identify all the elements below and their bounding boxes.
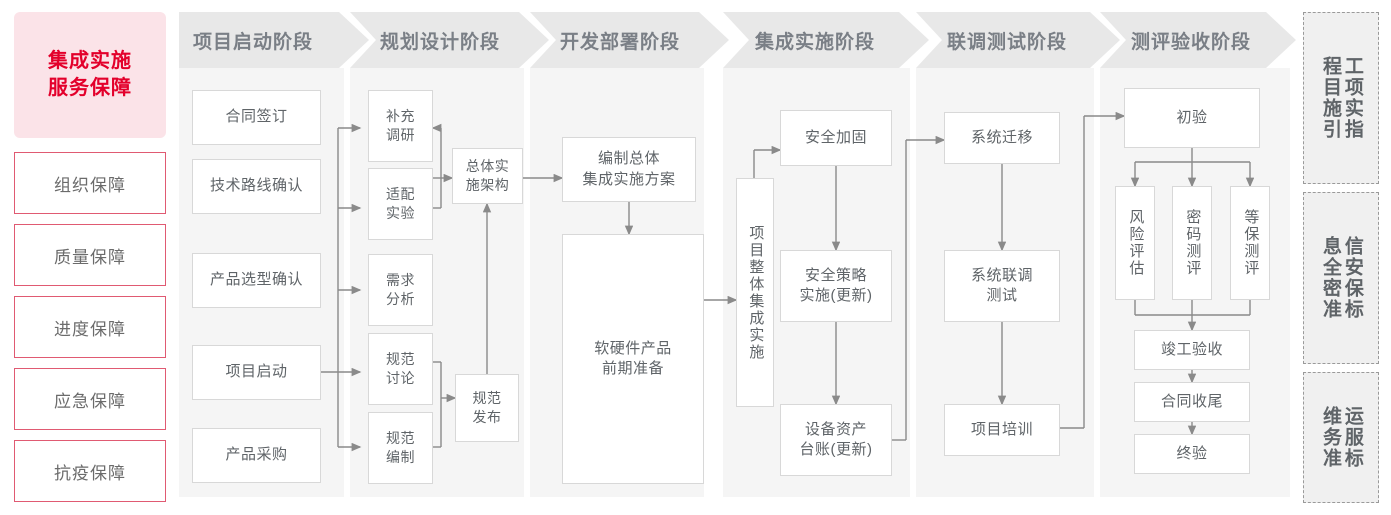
node-label: 总体实 施架构 <box>465 158 510 193</box>
node-tech-route-confirm[interactable]: 技术路线确认 <box>192 159 321 214</box>
node-system-joint-debug-test[interactable]: 系统联调 测试 <box>944 250 1060 322</box>
node-label: 安全加固 <box>804 128 867 146</box>
node-overall-implementation-architecture[interactable]: 总体实 施架构 <box>452 148 523 204</box>
node-label: 终验 <box>1176 444 1208 462</box>
standard-label-col-b: 息全密准 <box>1320 236 1341 320</box>
node-draft-overall-integration-plan[interactable]: 编制总体 集成实施方案 <box>562 137 696 202</box>
guarantee-item-label: 进度保障 <box>54 319 126 339</box>
node-label: 编制总体 集成实施方案 <box>582 150 676 188</box>
standard-label-col-b: 维务准 <box>1320 406 1341 469</box>
node-label: 项目启动 <box>225 363 288 381</box>
node-security-policy-implementation[interactable]: 安全策略 实施(更新) <box>780 250 892 322</box>
guarantee-item-quality[interactable]: 质量保障 <box>14 224 166 286</box>
stage-header-3[interactable]: 开发部署阶段 <box>530 12 729 68</box>
stage-header-label: 联调测试阶段 <box>947 31 1068 53</box>
node-label: 产品选型确认 <box>209 271 303 289</box>
node-label: 规范 讨论 <box>386 351 415 386</box>
node-requirements-analysis[interactable]: 需求 分析 <box>368 254 433 326</box>
stage-header-label: 项目启动阶段 <box>193 31 314 53</box>
node-label: 项目培训 <box>970 420 1033 438</box>
node-label: 合同收尾 <box>1160 392 1223 410</box>
guarantee-title-line1: 集成实施 <box>48 50 132 72</box>
node-cryptography-evaluation[interactable]: 密码测评 <box>1172 186 1212 300</box>
guarantee-item-epidemic[interactable]: 抗疫保障 <box>14 440 166 502</box>
node-risk-assessment[interactable]: 风险评估 <box>1115 186 1155 300</box>
node-spec-discussion[interactable]: 规范 讨论 <box>368 333 433 405</box>
stage-header-label: 规划设计阶段 <box>380 31 501 53</box>
standard-box-operations[interactable]: 运服标 维务准 <box>1303 372 1379 503</box>
node-project-training[interactable]: 项目培训 <box>944 404 1060 456</box>
node-label: 需求 分析 <box>386 272 415 307</box>
node-label: 技术路线确认 <box>209 177 303 195</box>
guarantee-item-organization[interactable]: 组织保障 <box>14 152 166 214</box>
stage-header-label: 开发部署阶段 <box>560 31 681 53</box>
node-supplementary-research[interactable]: 补充 调研 <box>368 90 433 162</box>
node-label: 竣工验收 <box>1160 340 1223 358</box>
node-label: 安全策略 实施(更新) <box>799 266 873 304</box>
stage-header-5[interactable]: 联调测试阶段 <box>916 12 1120 68</box>
stage-header-2[interactable]: 规划设计阶段 <box>350 12 549 68</box>
node-label: 规范 编制 <box>386 430 415 465</box>
standard-label-col-b: 程目施引 <box>1320 56 1341 140</box>
guarantee-title-card: 集成实施 服务保障 <box>14 12 166 138</box>
node-hardware-software-preparation[interactable]: 软硬件产品 前期准备 <box>562 234 704 484</box>
stage-header-label: 测评验收阶段 <box>1131 31 1252 53</box>
node-final-acceptance[interactable]: 终验 <box>1134 434 1250 474</box>
node-product-selection-confirm[interactable]: 产品选型确认 <box>192 253 321 308</box>
node-security-hardening[interactable]: 安全加固 <box>780 110 892 166</box>
standard-box-engineering-guide[interactable]: 工项实指 程目施引 <box>1303 12 1379 184</box>
node-label: 密码测评 <box>1184 209 1202 277</box>
stage-header-1[interactable]: 项目启动阶段 <box>179 12 369 68</box>
stage-header-4[interactable]: 集成实施阶段 <box>723 12 929 68</box>
guarantee-item-label: 抗疫保障 <box>54 463 126 483</box>
node-label: 适配 实验 <box>386 186 415 221</box>
node-classified-protection-evaluation[interactable]: 等保测评 <box>1230 186 1270 300</box>
node-label: 规范 发布 <box>472 390 502 425</box>
stage-header-label: 集成实施阶段 <box>755 31 876 53</box>
stage-header-6[interactable]: 测评验收阶段 <box>1100 12 1296 68</box>
standard-label-col-a: 工项实指 <box>1341 56 1363 140</box>
node-label: 产品采购 <box>225 446 288 464</box>
node-label: 系统迁移 <box>970 128 1033 146</box>
node-label: 项目整体集成实施 <box>747 224 765 361</box>
node-contract-closeout[interactable]: 合同收尾 <box>1134 382 1250 422</box>
node-project-kickoff[interactable]: 项目启动 <box>192 345 321 400</box>
node-label: 合同签订 <box>225 108 288 126</box>
guarantee-item-schedule[interactable]: 进度保障 <box>14 296 166 358</box>
node-label: 补充 调研 <box>386 108 415 143</box>
node-overall-project-integration[interactable]: 项目整体集成实施 <box>736 178 774 407</box>
guarantee-title-line2: 服务保障 <box>48 77 132 99</box>
node-label: 等保测评 <box>1242 209 1260 277</box>
node-initial-acceptance[interactable]: 初验 <box>1124 88 1260 148</box>
node-contract-signing[interactable]: 合同签订 <box>192 90 321 145</box>
guarantee-item-label: 应急保障 <box>54 391 126 411</box>
guarantee-item-label: 组织保障 <box>54 175 126 195</box>
node-equipment-asset-ledger[interactable]: 设备资产 台账(更新) <box>780 404 892 476</box>
node-product-procurement[interactable]: 产品采购 <box>192 428 321 483</box>
node-spec-release[interactable]: 规范 发布 <box>455 374 519 442</box>
node-system-migration[interactable]: 系统迁移 <box>944 112 1060 164</box>
standard-box-infosec[interactable]: 信安保标 息全密准 <box>1303 192 1379 364</box>
node-adaptation-experiment[interactable]: 适配 实验 <box>368 168 433 240</box>
standard-label-col-a: 信安保标 <box>1341 236 1363 320</box>
node-label: 风险评估 <box>1127 209 1145 277</box>
node-completion-acceptance[interactable]: 竣工验收 <box>1134 330 1250 370</box>
node-label: 初验 <box>1176 108 1208 126</box>
node-spec-drafting[interactable]: 规范 编制 <box>368 412 433 484</box>
standard-label-col-a: 运服标 <box>1341 406 1363 469</box>
guarantee-item-emergency[interactable]: 应急保障 <box>14 368 166 430</box>
node-label: 系统联调 测试 <box>970 266 1033 304</box>
node-label: 软硬件产品 前期准备 <box>594 339 672 377</box>
guarantee-item-label: 质量保障 <box>54 247 126 267</box>
node-label: 设备资产 台账(更新) <box>799 420 873 458</box>
